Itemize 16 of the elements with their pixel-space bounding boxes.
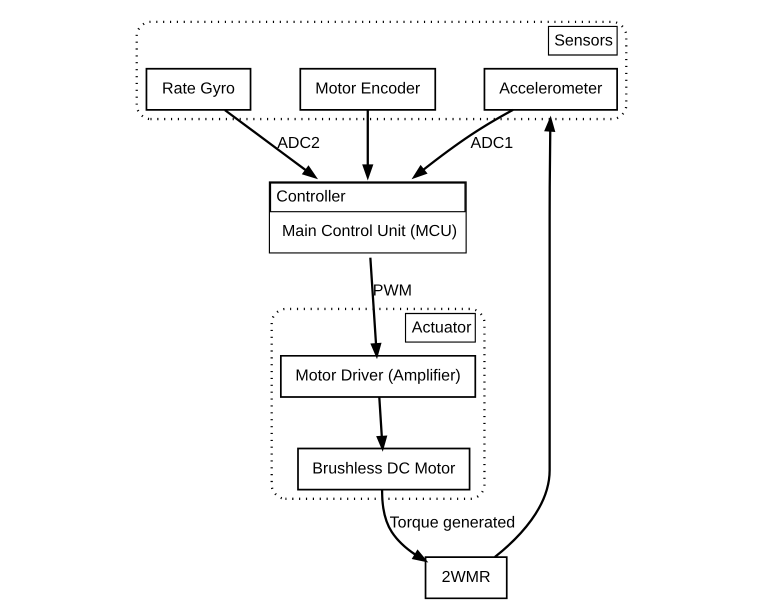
- arrow: [376, 397, 388, 452]
- node-box: Rate Gyro: [146, 68, 252, 111]
- node-box: Motor Driver (Amplifier): [280, 354, 476, 398]
- node-box: Brushless DC Motor: [297, 448, 470, 491]
- edge-label: Torque generated: [390, 514, 516, 532]
- edge-label: ADC1: [470, 134, 514, 152]
- arrow: [380, 490, 428, 562]
- arrow: [369, 258, 382, 360]
- arrow: [224, 109, 318, 180]
- node-box: Accelerometer: [484, 68, 618, 111]
- node-box: Motor Encoder: [299, 68, 436, 111]
- edge-label: ADC2: [277, 134, 320, 152]
- arrow: [494, 116, 556, 558]
- arrow: [362, 110, 374, 180]
- node-box: 2WMR: [424, 556, 508, 600]
- edge-label: PWM: [372, 282, 412, 300]
